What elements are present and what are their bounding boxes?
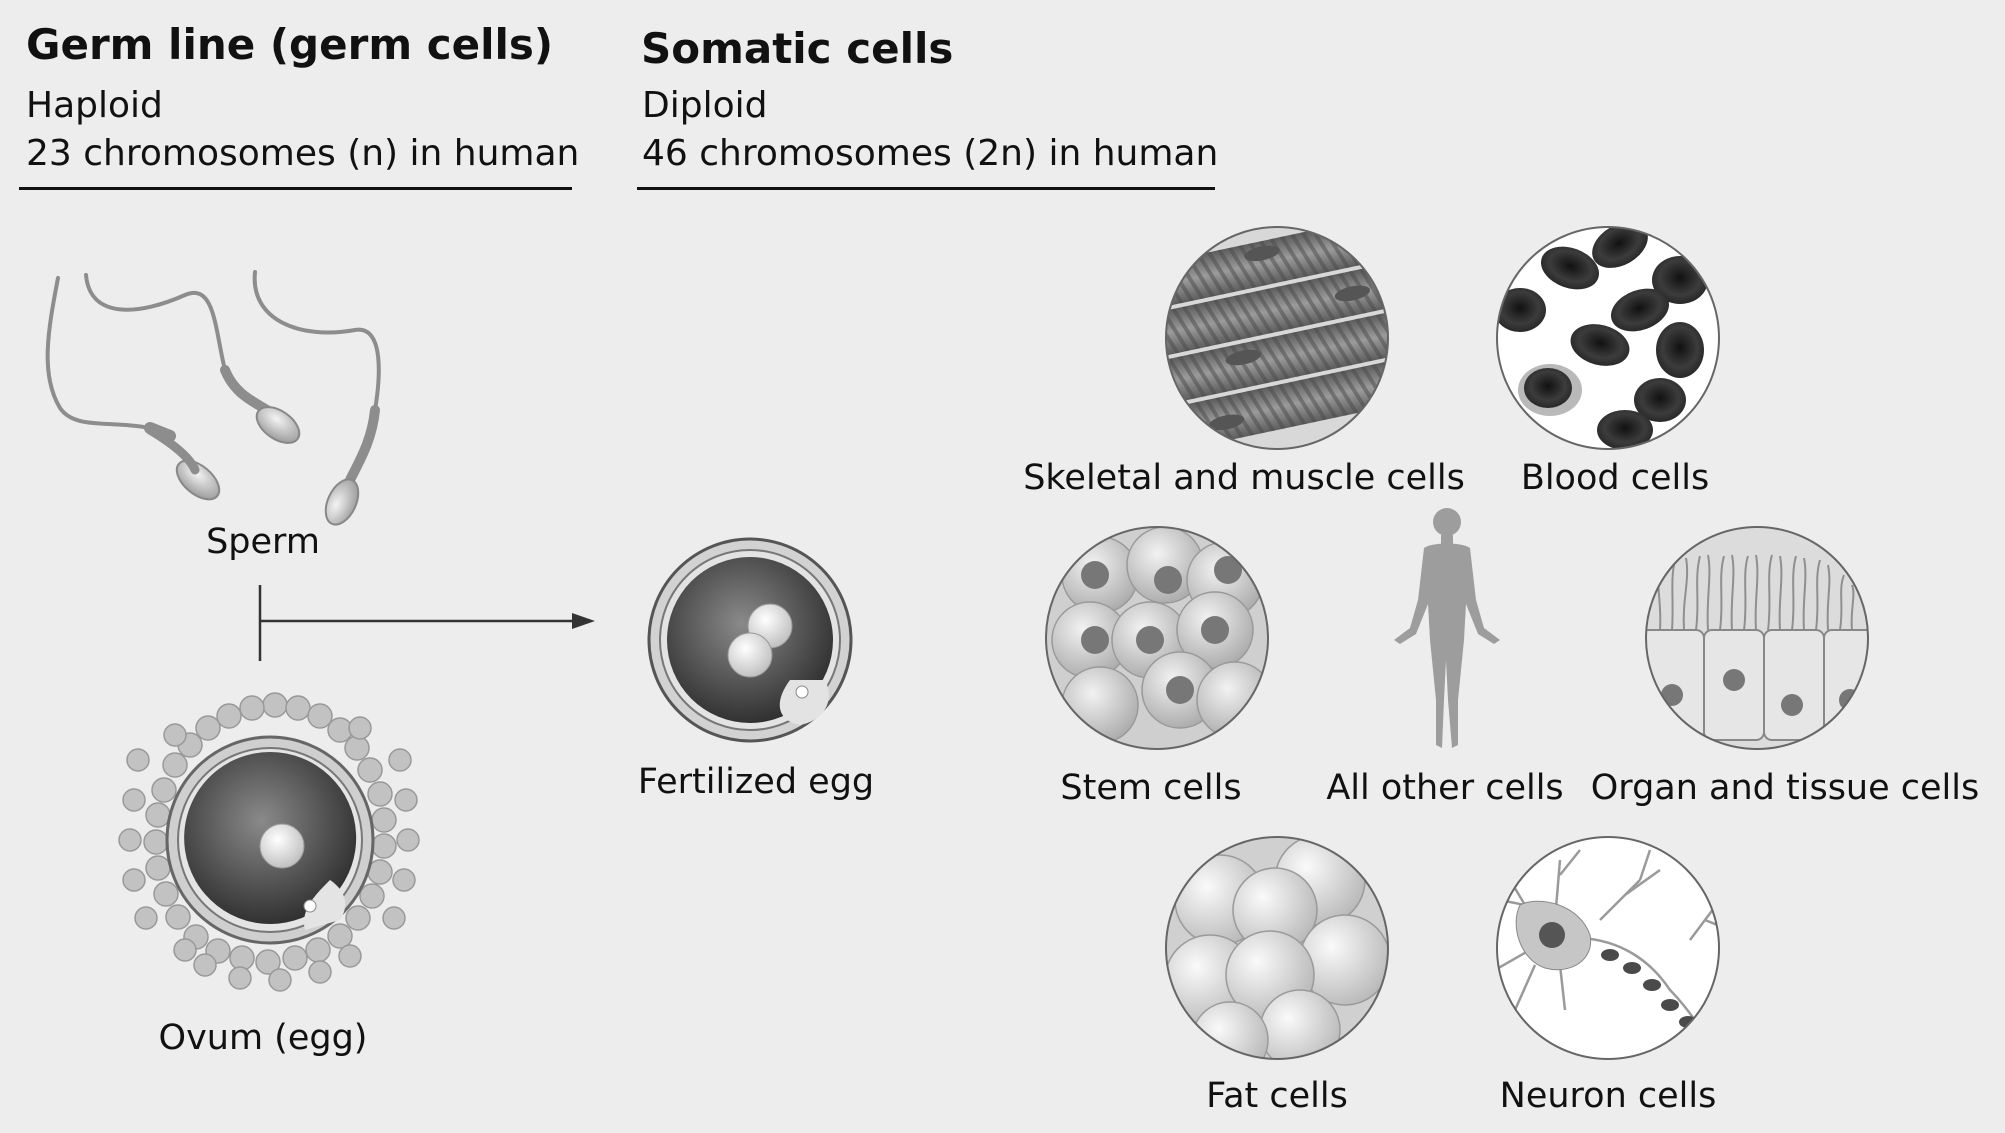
sperm-label: Sperm [206, 522, 320, 562]
skeletal-muscle-illustration [1165, 226, 1389, 450]
fertilized-egg-label: Fertilized egg [637, 762, 875, 802]
germ-chromosome-count: 23 chromosomes (n) in human [26, 133, 580, 174]
sperm-illustration [45, 270, 381, 526]
ovum-label: Ovum (egg) [158, 1018, 368, 1058]
blood-cells-label: Blood cells [1520, 458, 1710, 498]
blood-cells-illustration [1496, 226, 1720, 450]
fat-cells-label: Fat cells [1206, 1076, 1348, 1116]
germ-underline [19, 187, 572, 190]
stem-cells-label: Stem cells [1060, 768, 1242, 808]
germ-line-title: Germ line (germ cells) [26, 20, 554, 69]
organ-tissue-illustration [1645, 526, 1869, 750]
germ-ploidy: Haploid [26, 85, 163, 126]
neuron-cells-illustration [1496, 836, 1720, 1060]
ovum-illustration [118, 692, 420, 992]
somatic-ploidy: Diploid [642, 85, 768, 126]
fat-cells-illustration [1165, 836, 1389, 1060]
fertilization-arrow [258, 585, 595, 661]
somatic-underline [637, 187, 1215, 190]
skeletal-muscle-label: Skeletal and muscle cells [1023, 458, 1465, 498]
somatic-title: Somatic cells [641, 24, 954, 73]
all-other-cells-label: All other cells [1326, 768, 1564, 808]
human-figure-illustration [1394, 508, 1500, 748]
stem-cells-illustration [1045, 526, 1269, 750]
organ-tissue-label: Organ and tissue cells [1590, 768, 1980, 808]
fertilized-egg-illustration [647, 537, 853, 743]
neuron-cells-label: Neuron cells [1499, 1076, 1717, 1116]
somatic-chromosome-count: 46 chromosomes (2n) in human [642, 133, 1219, 174]
